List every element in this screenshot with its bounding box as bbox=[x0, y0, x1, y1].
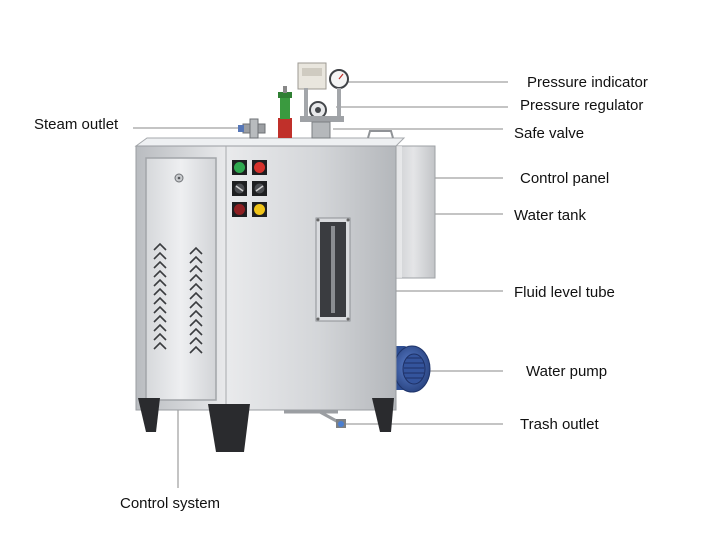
label-safe-valve: Safe valve bbox=[514, 125, 584, 142]
label-fluid-level-tube: Fluid level tube bbox=[514, 284, 615, 301]
control-panel bbox=[232, 160, 267, 217]
label-water-tank: Water tank bbox=[514, 207, 586, 224]
button-green bbox=[232, 160, 247, 175]
pressure-regulator bbox=[297, 62, 344, 139]
vent-chevrons-left bbox=[153, 242, 167, 350]
label-trash-outlet: Trash outlet bbox=[520, 416, 599, 433]
button-red bbox=[252, 160, 267, 175]
label-pressure-regulator: Pressure regulator bbox=[520, 97, 643, 114]
safe-valve bbox=[278, 86, 292, 138]
selector-switch-1 bbox=[232, 181, 247, 196]
label-pressure-indicator: Pressure indicator bbox=[527, 74, 648, 91]
fluid-level-tube bbox=[315, 217, 351, 322]
label-control-panel: Control panel bbox=[520, 170, 609, 187]
label-water-pump: Water pump bbox=[526, 363, 607, 380]
labels: Pressure indicator Pressure regulator Sa… bbox=[34, 74, 648, 512]
water-tank bbox=[391, 145, 436, 279]
control-system-door bbox=[145, 157, 217, 401]
vent-chevrons-right bbox=[189, 246, 203, 354]
button-yellow bbox=[252, 202, 267, 217]
steam-outlet-valve bbox=[238, 118, 266, 139]
button-dark-red bbox=[232, 202, 247, 217]
pressure-indicator-gauge bbox=[329, 69, 349, 116]
legs bbox=[138, 398, 394, 452]
label-steam-outlet: Steam outlet bbox=[34, 116, 119, 133]
label-control-system: Control system bbox=[120, 495, 220, 512]
selector-switch-2 bbox=[252, 181, 267, 196]
trash-outlet bbox=[284, 410, 346, 428]
